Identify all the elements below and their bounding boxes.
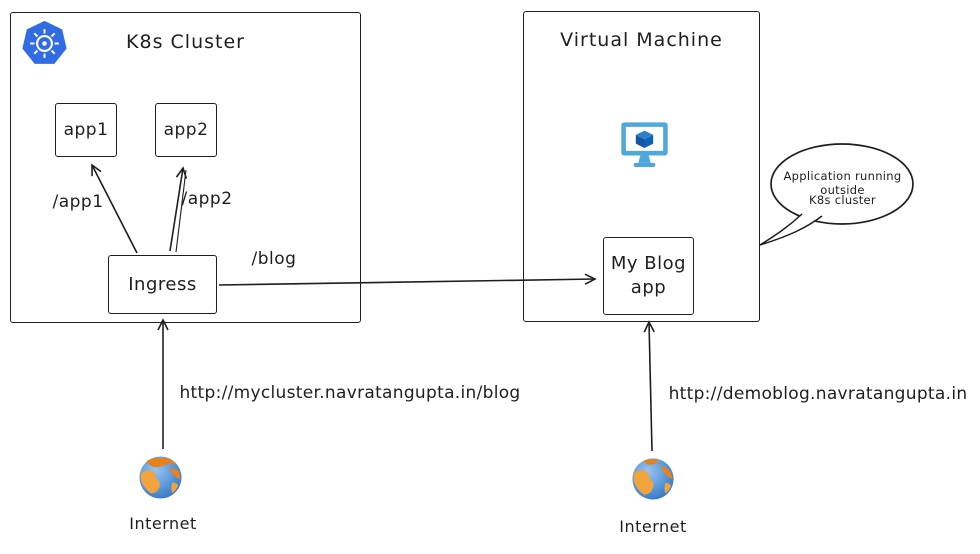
node-ingress-label: Ingress xyxy=(128,274,197,295)
edge-label-app1-path: /app1 xyxy=(52,192,104,212)
node-ingress: Ingress xyxy=(108,255,217,314)
callout-text-line1: Application running outside xyxy=(783,169,902,197)
virtual-machine-title: Virtual Machine xyxy=(560,29,723,51)
k8s-cluster-title: K8s Cluster xyxy=(126,31,245,53)
callout-text-line2: K8s cluster xyxy=(809,193,876,207)
node-app1-label: app1 xyxy=(63,120,109,140)
internet-right-label: Internet xyxy=(619,517,687,536)
url-demoblog: http://demoblog.navratangupta.in xyxy=(668,384,968,404)
globe-icon xyxy=(632,458,674,500)
azure-vm-icon xyxy=(621,122,668,168)
node-my-blog-app-label-line2: app xyxy=(630,277,667,298)
edge-label-blog-path: /blog xyxy=(251,249,297,269)
node-app1: app1 xyxy=(55,103,117,157)
node-my-blog-app: My Blog app xyxy=(603,237,694,315)
kubernetes-icon xyxy=(22,20,67,64)
globe-icon xyxy=(139,456,182,499)
node-app2-label: app2 xyxy=(163,120,209,140)
node-my-blog-app-label-line1: My Blog xyxy=(610,252,687,274)
edge-label-app2-path: /app2 xyxy=(181,189,233,209)
url-mycluster: http://mycluster.navratangupta.in/blog xyxy=(179,383,521,403)
internet-left-label: Internet xyxy=(129,514,197,533)
node-app2: app2 xyxy=(155,103,217,157)
arrow-internet-to-blog xyxy=(643,320,655,452)
